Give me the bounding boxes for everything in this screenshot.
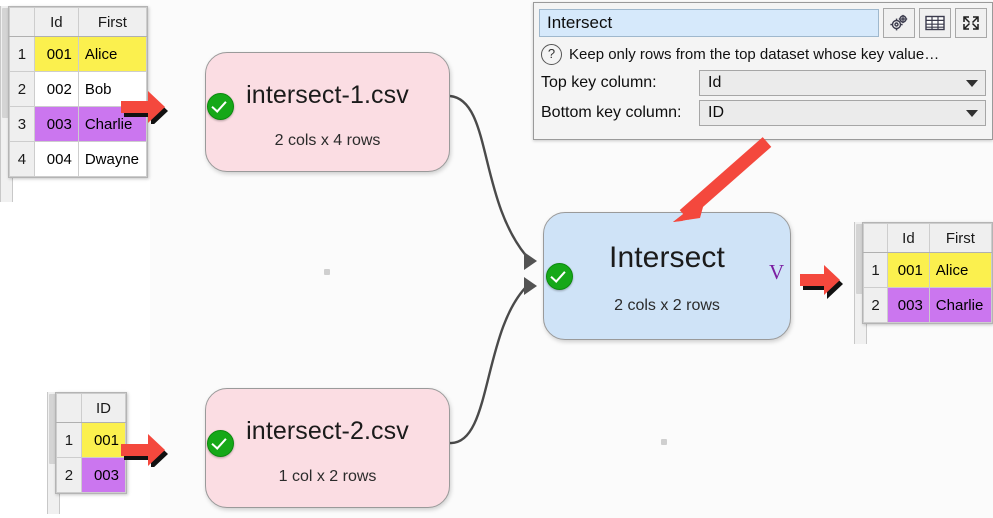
row-number: 4 bbox=[9, 141, 35, 177]
node-subtitle: 2 cols x 4 rows bbox=[274, 131, 381, 149]
left-data-table[interactable]: Id First 1 001 Alice 2 002 Bob 3 003 Cha… bbox=[8, 6, 148, 178]
row-number: 2 bbox=[56, 457, 82, 493]
cell-id[interactable]: 001 bbox=[80, 422, 127, 458]
table-header-row: ID bbox=[56, 393, 127, 423]
properties-title-row: Intersect bbox=[534, 3, 992, 42]
row-number: 2 bbox=[862, 287, 889, 323]
chevron-down-icon bbox=[966, 109, 978, 117]
table-row[interactable]: 2 003 Charlie bbox=[862, 287, 993, 323]
row-number-header bbox=[862, 223, 889, 253]
scrollbar-thumb[interactable] bbox=[49, 394, 57, 464]
description-text: Keep only rows from the top dataset whos… bbox=[569, 46, 940, 63]
scrollbar-thumb[interactable] bbox=[856, 224, 864, 294]
table-grid-glyph bbox=[925, 15, 945, 31]
row-number-header bbox=[56, 393, 82, 423]
column-header-id[interactable]: ID bbox=[80, 393, 127, 423]
row-number-header bbox=[9, 7, 35, 37]
canvas-grid-dot bbox=[324, 269, 330, 275]
cell-first[interactable]: Dwayne bbox=[77, 141, 148, 177]
canvas-grid-dot bbox=[661, 439, 667, 445]
table-row[interactable]: 1 001 bbox=[56, 422, 127, 458]
output-marker-v[interactable]: V bbox=[769, 260, 785, 284]
table-row[interactable]: 4 004 Dwayne bbox=[9, 141, 148, 177]
row-number: 1 bbox=[9, 36, 35, 72]
table-header-row: Id First bbox=[9, 7, 148, 37]
cell-id[interactable]: 003 bbox=[80, 457, 127, 493]
table-row[interactable]: 1 001 Alice bbox=[862, 252, 993, 288]
expand-arrows-glyph bbox=[963, 16, 979, 30]
cell-first[interactable]: Alice bbox=[928, 252, 993, 288]
row-number: 3 bbox=[9, 106, 35, 142]
top-key-column-value: Id bbox=[708, 74, 722, 91]
cell-id[interactable]: 003 bbox=[33, 106, 79, 142]
node-intersect-2-csv[interactable]: intersect-2.csv 1 col x 2 rows bbox=[205, 388, 450, 508]
table-view-icon[interactable] bbox=[919, 8, 951, 38]
item-name-input[interactable]: Intersect bbox=[539, 9, 879, 37]
chevron-down-icon bbox=[966, 79, 978, 87]
bottom-key-column-row: Bottom key column: ID bbox=[534, 99, 992, 129]
cell-id[interactable]: 004 bbox=[33, 141, 79, 177]
input-connector-bottom[interactable] bbox=[524, 277, 537, 295]
cell-id[interactable]: 002 bbox=[33, 71, 79, 107]
row-number: 2 bbox=[9, 71, 35, 107]
bottom-data-table[interactable]: ID 1 001 2 003 bbox=[55, 392, 127, 494]
right-data-table[interactable]: Id First 1 001 Alice 2 003 Charlie bbox=[862, 222, 993, 324]
gears-glyph bbox=[890, 14, 908, 31]
cell-first[interactable]: Charlie bbox=[928, 287, 993, 323]
table-row[interactable]: 3 003 Charlie bbox=[9, 106, 148, 142]
table-row[interactable]: 1 001 Alice bbox=[9, 36, 148, 72]
bottom-key-column-label: Bottom key column: bbox=[541, 104, 682, 121]
cell-first[interactable]: Charlie bbox=[77, 106, 148, 142]
cell-id[interactable]: 003 bbox=[887, 287, 930, 323]
status-ok-icon bbox=[207, 430, 234, 457]
node-subtitle: 2 cols x 2 rows bbox=[614, 297, 720, 314]
column-header-first[interactable]: First bbox=[77, 7, 148, 37]
top-key-column-select[interactable]: Id bbox=[699, 70, 986, 96]
node-subtitle: 1 col x 2 rows bbox=[278, 467, 377, 485]
properties-panel: Intersect bbox=[533, 2, 993, 140]
input-connector-top[interactable] bbox=[524, 252, 537, 270]
expand-fullscreen-icon[interactable] bbox=[955, 8, 987, 38]
node-title: Intersect bbox=[609, 241, 725, 274]
table-header-row: Id First bbox=[862, 223, 993, 253]
column-header-id[interactable]: Id bbox=[33, 7, 79, 37]
cell-id[interactable]: 001 bbox=[33, 36, 79, 72]
bottom-key-column-value: ID bbox=[708, 104, 724, 121]
table-row[interactable]: 2 003 bbox=[56, 457, 127, 493]
top-key-column-row: Top key column: Id bbox=[534, 69, 992, 99]
node-title: intersect-2.csv bbox=[246, 416, 409, 445]
description-row: ? Keep only rows from the top dataset wh… bbox=[534, 42, 992, 69]
column-header-first[interactable]: First bbox=[928, 223, 993, 253]
question-mark-icon[interactable]: ? bbox=[541, 44, 562, 65]
scrollbar-thumb[interactable] bbox=[2, 8, 10, 118]
settings-gears-icon[interactable] bbox=[883, 8, 915, 38]
cell-first[interactable]: Alice bbox=[77, 36, 148, 72]
status-ok-icon bbox=[207, 93, 234, 120]
bottom-key-column-select[interactable]: ID bbox=[699, 100, 986, 126]
column-header-id[interactable]: Id bbox=[887, 223, 930, 253]
row-number: 1 bbox=[56, 422, 82, 458]
row-number: 1 bbox=[862, 252, 889, 288]
top-key-column-label: Top key column: bbox=[541, 74, 657, 91]
node-intersect[interactable]: Intersect 2 cols x 2 rows bbox=[543, 212, 791, 340]
cell-id[interactable]: 001 bbox=[887, 252, 930, 288]
cell-first[interactable]: Bob bbox=[77, 71, 148, 107]
node-intersect-1-csv[interactable]: intersect-1.csv 2 cols x 4 rows bbox=[205, 52, 450, 172]
status-ok-icon bbox=[546, 263, 573, 290]
table-row[interactable]: 2 002 Bob bbox=[9, 71, 148, 107]
node-title: intersect-1.csv bbox=[246, 80, 409, 109]
